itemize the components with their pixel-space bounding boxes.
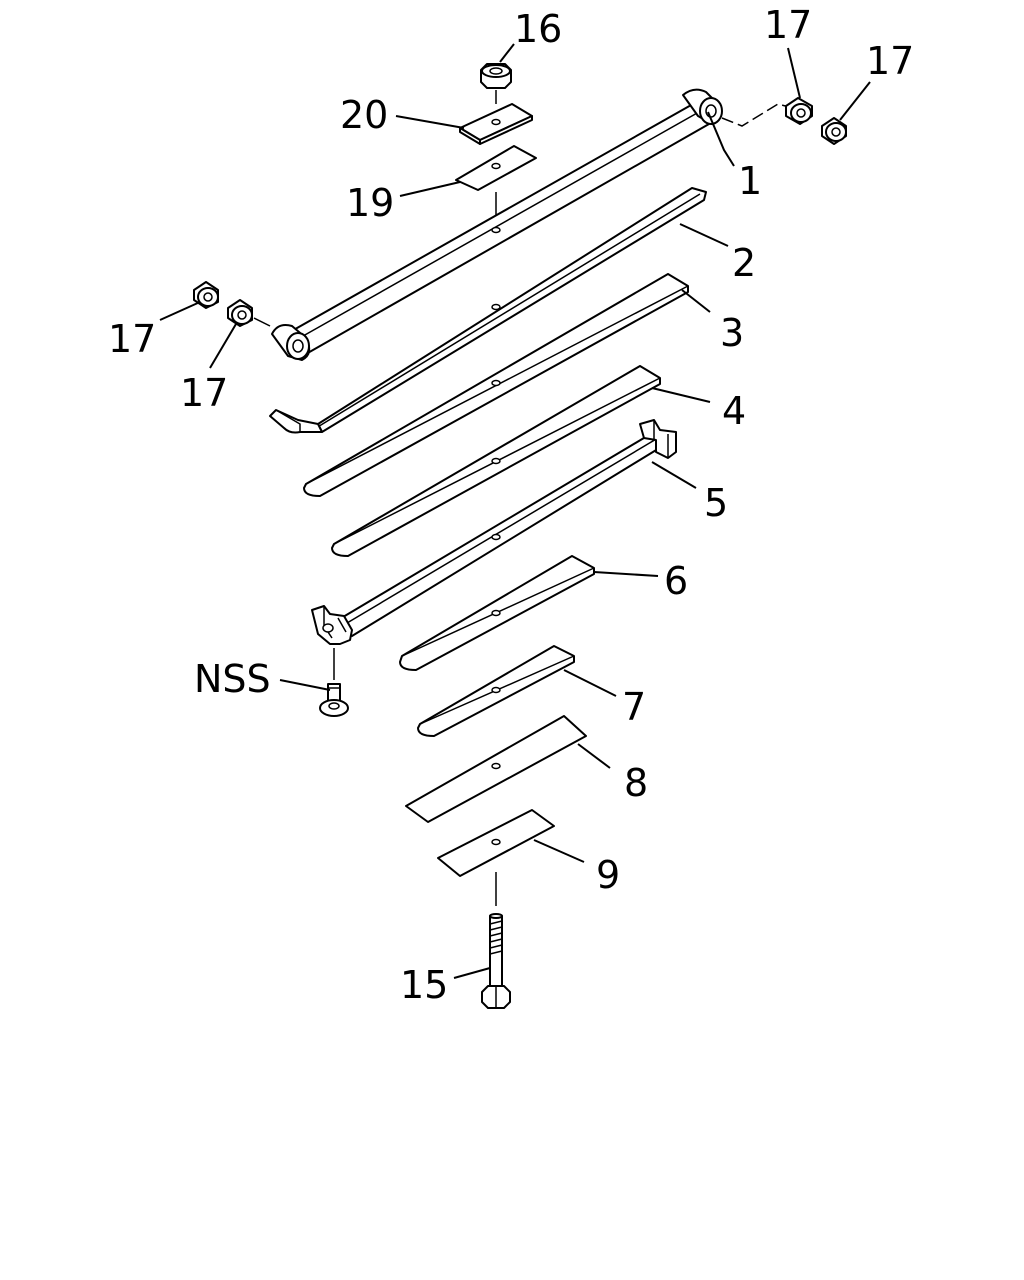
label-6: 6 xyxy=(664,559,688,603)
front-clip xyxy=(311,605,353,680)
part-1-main-leaf[interactable] xyxy=(271,88,801,361)
label-19: 19 xyxy=(346,181,394,225)
part-7-leaf[interactable] xyxy=(417,645,575,737)
part-6-leaf[interactable] xyxy=(399,555,595,671)
label-17-front-inner: 17 xyxy=(180,371,228,415)
part-3-leaf[interactable] xyxy=(303,273,689,497)
part-15-center-bolt[interactable] xyxy=(481,913,511,1009)
part-16-nut[interactable] xyxy=(480,63,512,104)
rear-eye xyxy=(682,88,723,125)
part-17-bushing-front-inner[interactable] xyxy=(227,299,271,327)
label-17-rear-outer: 17 xyxy=(866,39,914,83)
label-2: 2 xyxy=(732,241,756,285)
part-5-leaf-with-clips[interactable] xyxy=(311,419,677,680)
leader-lines xyxy=(159,43,871,979)
label-15: 15 xyxy=(400,963,448,1007)
front-eye xyxy=(271,324,311,361)
nss-bolt[interactable] xyxy=(319,683,349,717)
part-4-leaf[interactable] xyxy=(331,365,661,557)
part-8-leaf[interactable] xyxy=(405,715,587,823)
part-17-bushing-rear-outer[interactable] xyxy=(821,117,847,145)
part-17-bushing-front-outer[interactable] xyxy=(193,281,219,309)
part-9-leaf[interactable] xyxy=(437,809,555,906)
label-17-rear-inner: 17 xyxy=(764,3,812,47)
label-8: 8 xyxy=(624,761,648,805)
part-20-plate[interactable] xyxy=(459,103,533,145)
rear-clip xyxy=(639,419,677,459)
part-2-leaf[interactable] xyxy=(269,187,707,434)
label-5: 5 xyxy=(704,481,728,525)
label-4: 4 xyxy=(722,389,746,433)
label-7: 7 xyxy=(622,685,646,729)
label-20: 20 xyxy=(340,93,388,137)
label-nss: NSS xyxy=(194,657,271,701)
label-9: 9 xyxy=(596,853,620,897)
label-17-front-outer: 17 xyxy=(108,317,156,361)
label-16: 16 xyxy=(514,7,562,51)
label-1: 1 xyxy=(738,159,762,203)
part-17-bushing-rear-inner[interactable] xyxy=(785,97,813,125)
label-3: 3 xyxy=(720,311,744,355)
